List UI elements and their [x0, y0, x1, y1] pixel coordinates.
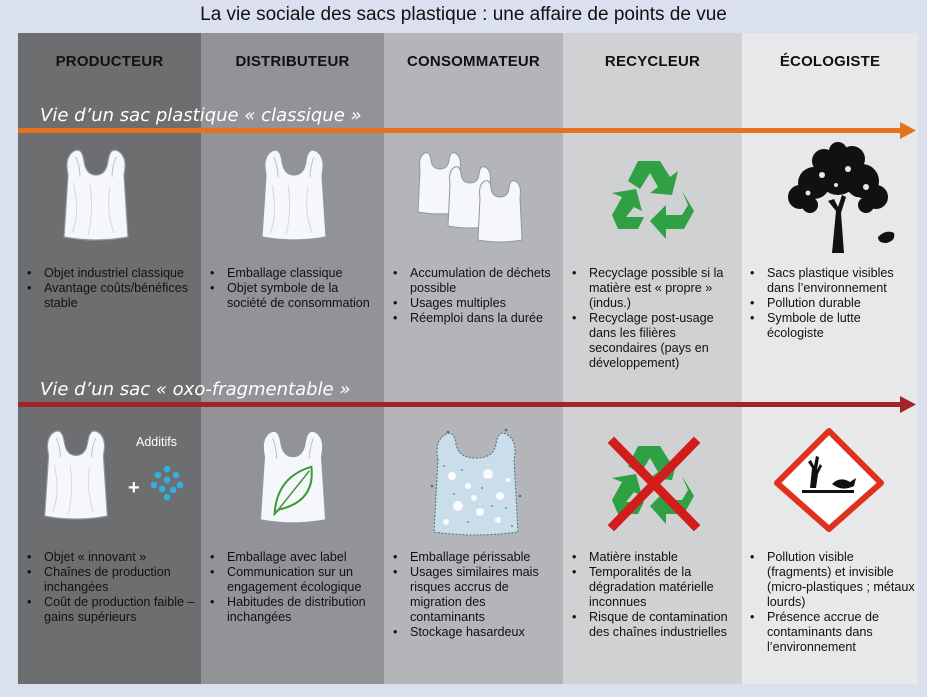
bullets-distributeur-oxo: Emballage avec label Communication sur u… [207, 550, 381, 625]
lane-title-classique: Vie d’un sac plastique « classique » [40, 105, 362, 126]
column-header-ecologiste: ÉCOLOGISTE [779, 53, 881, 70]
crossed-recycling-icon [607, 436, 701, 531]
list-item: Accumulation de déchets possible [390, 266, 560, 296]
list-item: Habitudes de distribution inchangées [207, 595, 381, 625]
recycling-symbol-icon [612, 161, 694, 239]
bullets-producteur-oxo: Objet « innovant » Chaînes de production… [24, 550, 198, 625]
list-item: Usages multiples [390, 296, 560, 311]
list-item: Objet « innovant » [24, 550, 198, 565]
list-item: Recyclage post-usage dans les filières s… [569, 311, 739, 371]
list-item: Recyclage possible si la matière est « p… [569, 266, 739, 311]
list-item: Sacs plastique visibles dans l’environne… [747, 266, 915, 296]
bullets-distributeur-classique: Emballage classique Objet symbole de la … [207, 266, 381, 311]
list-item: Objet symbole de la société de consommat… [207, 281, 381, 311]
bullets-consommateur-oxo: Emballage périssable Usages similaires m… [390, 550, 560, 640]
stacked-plastic-bags-icon [417, 152, 523, 243]
list-item: Présence accrue de contaminants dans l’e… [747, 610, 915, 655]
list-item: Stockage hasardeux [390, 625, 560, 640]
list-item: Communication sur un engagement écologiq… [207, 565, 381, 595]
list-item: Pollution durable [747, 296, 915, 311]
list-item: Emballage périssable [390, 550, 560, 565]
bullets-consommateur-classique: Accumulation de déchets possible Usages … [390, 266, 560, 326]
additifs-label: Additifs [136, 435, 177, 449]
diagram-panel: PRODUCTEUR DISTRIBUTEUR CONSOMMATEUR REC… [18, 33, 918, 684]
list-item: Réemploi dans la durée [390, 311, 560, 326]
bullets-ecologiste-classique: Sacs plastique visibles dans l’environne… [747, 266, 915, 341]
list-item: Emballage classique [207, 266, 381, 281]
diagram-title: La vie sociale des sacs plastique : une … [200, 4, 727, 25]
environmental-hazard-icon [774, 428, 884, 532]
column-header-recycleur: RECYCLEUR [604, 53, 701, 70]
arrow-oxo [18, 396, 916, 413]
list-item: Pollution visible (fragments) et invisib… [747, 550, 915, 610]
plastic-bag-icon [63, 149, 129, 241]
list-item: Risque de contamination des chaînes indu… [569, 610, 739, 640]
list-item: Usages similaires mais risques accrus de… [390, 565, 560, 625]
column-header-producteur: PRODUCTEUR [55, 53, 164, 70]
arrow-classique [18, 122, 916, 139]
bullets-recycleur-oxo: Matière instable Temporalités de la dégr… [569, 550, 739, 640]
fragmented-bag-icon [430, 428, 522, 536]
list-item: Symbole de lutte écologiste [747, 311, 915, 341]
list-item: Temporalités de la dégradation matériell… [569, 565, 739, 610]
tree-icon [788, 142, 895, 253]
column-header-distributeur: DISTRIBUTEUR [235, 53, 350, 70]
lane-title-oxo: Vie d’un sac « oxo-fragmentable » [40, 379, 351, 400]
bullets-ecologiste-oxo: Pollution visible (fragments) et invisib… [747, 550, 915, 655]
bullets-recycleur-classique: Recyclage possible si la matière est « p… [569, 266, 739, 371]
list-item: Coût de production faible – gains supéri… [24, 595, 198, 625]
plastic-bag-leaf-icon [259, 430, 327, 524]
plastic-bag-icon [261, 149, 327, 241]
list-item: Objet industriel classique [24, 266, 200, 281]
plastic-bag-icon [44, 430, 108, 520]
list-item: Matière instable [569, 550, 739, 565]
column-header-consommateur: CONSOMMATEUR [407, 53, 540, 70]
list-item: Avantage coûts/bénéfices stable [24, 281, 200, 311]
plus-sign: + [128, 477, 140, 499]
additive-particles-icon [150, 465, 184, 501]
bullets-producteur-classique: Objet industriel classique Avantage coût… [24, 266, 200, 311]
list-item: Chaînes de production inchangées [24, 565, 198, 595]
list-item: Emballage avec label [207, 550, 381, 565]
